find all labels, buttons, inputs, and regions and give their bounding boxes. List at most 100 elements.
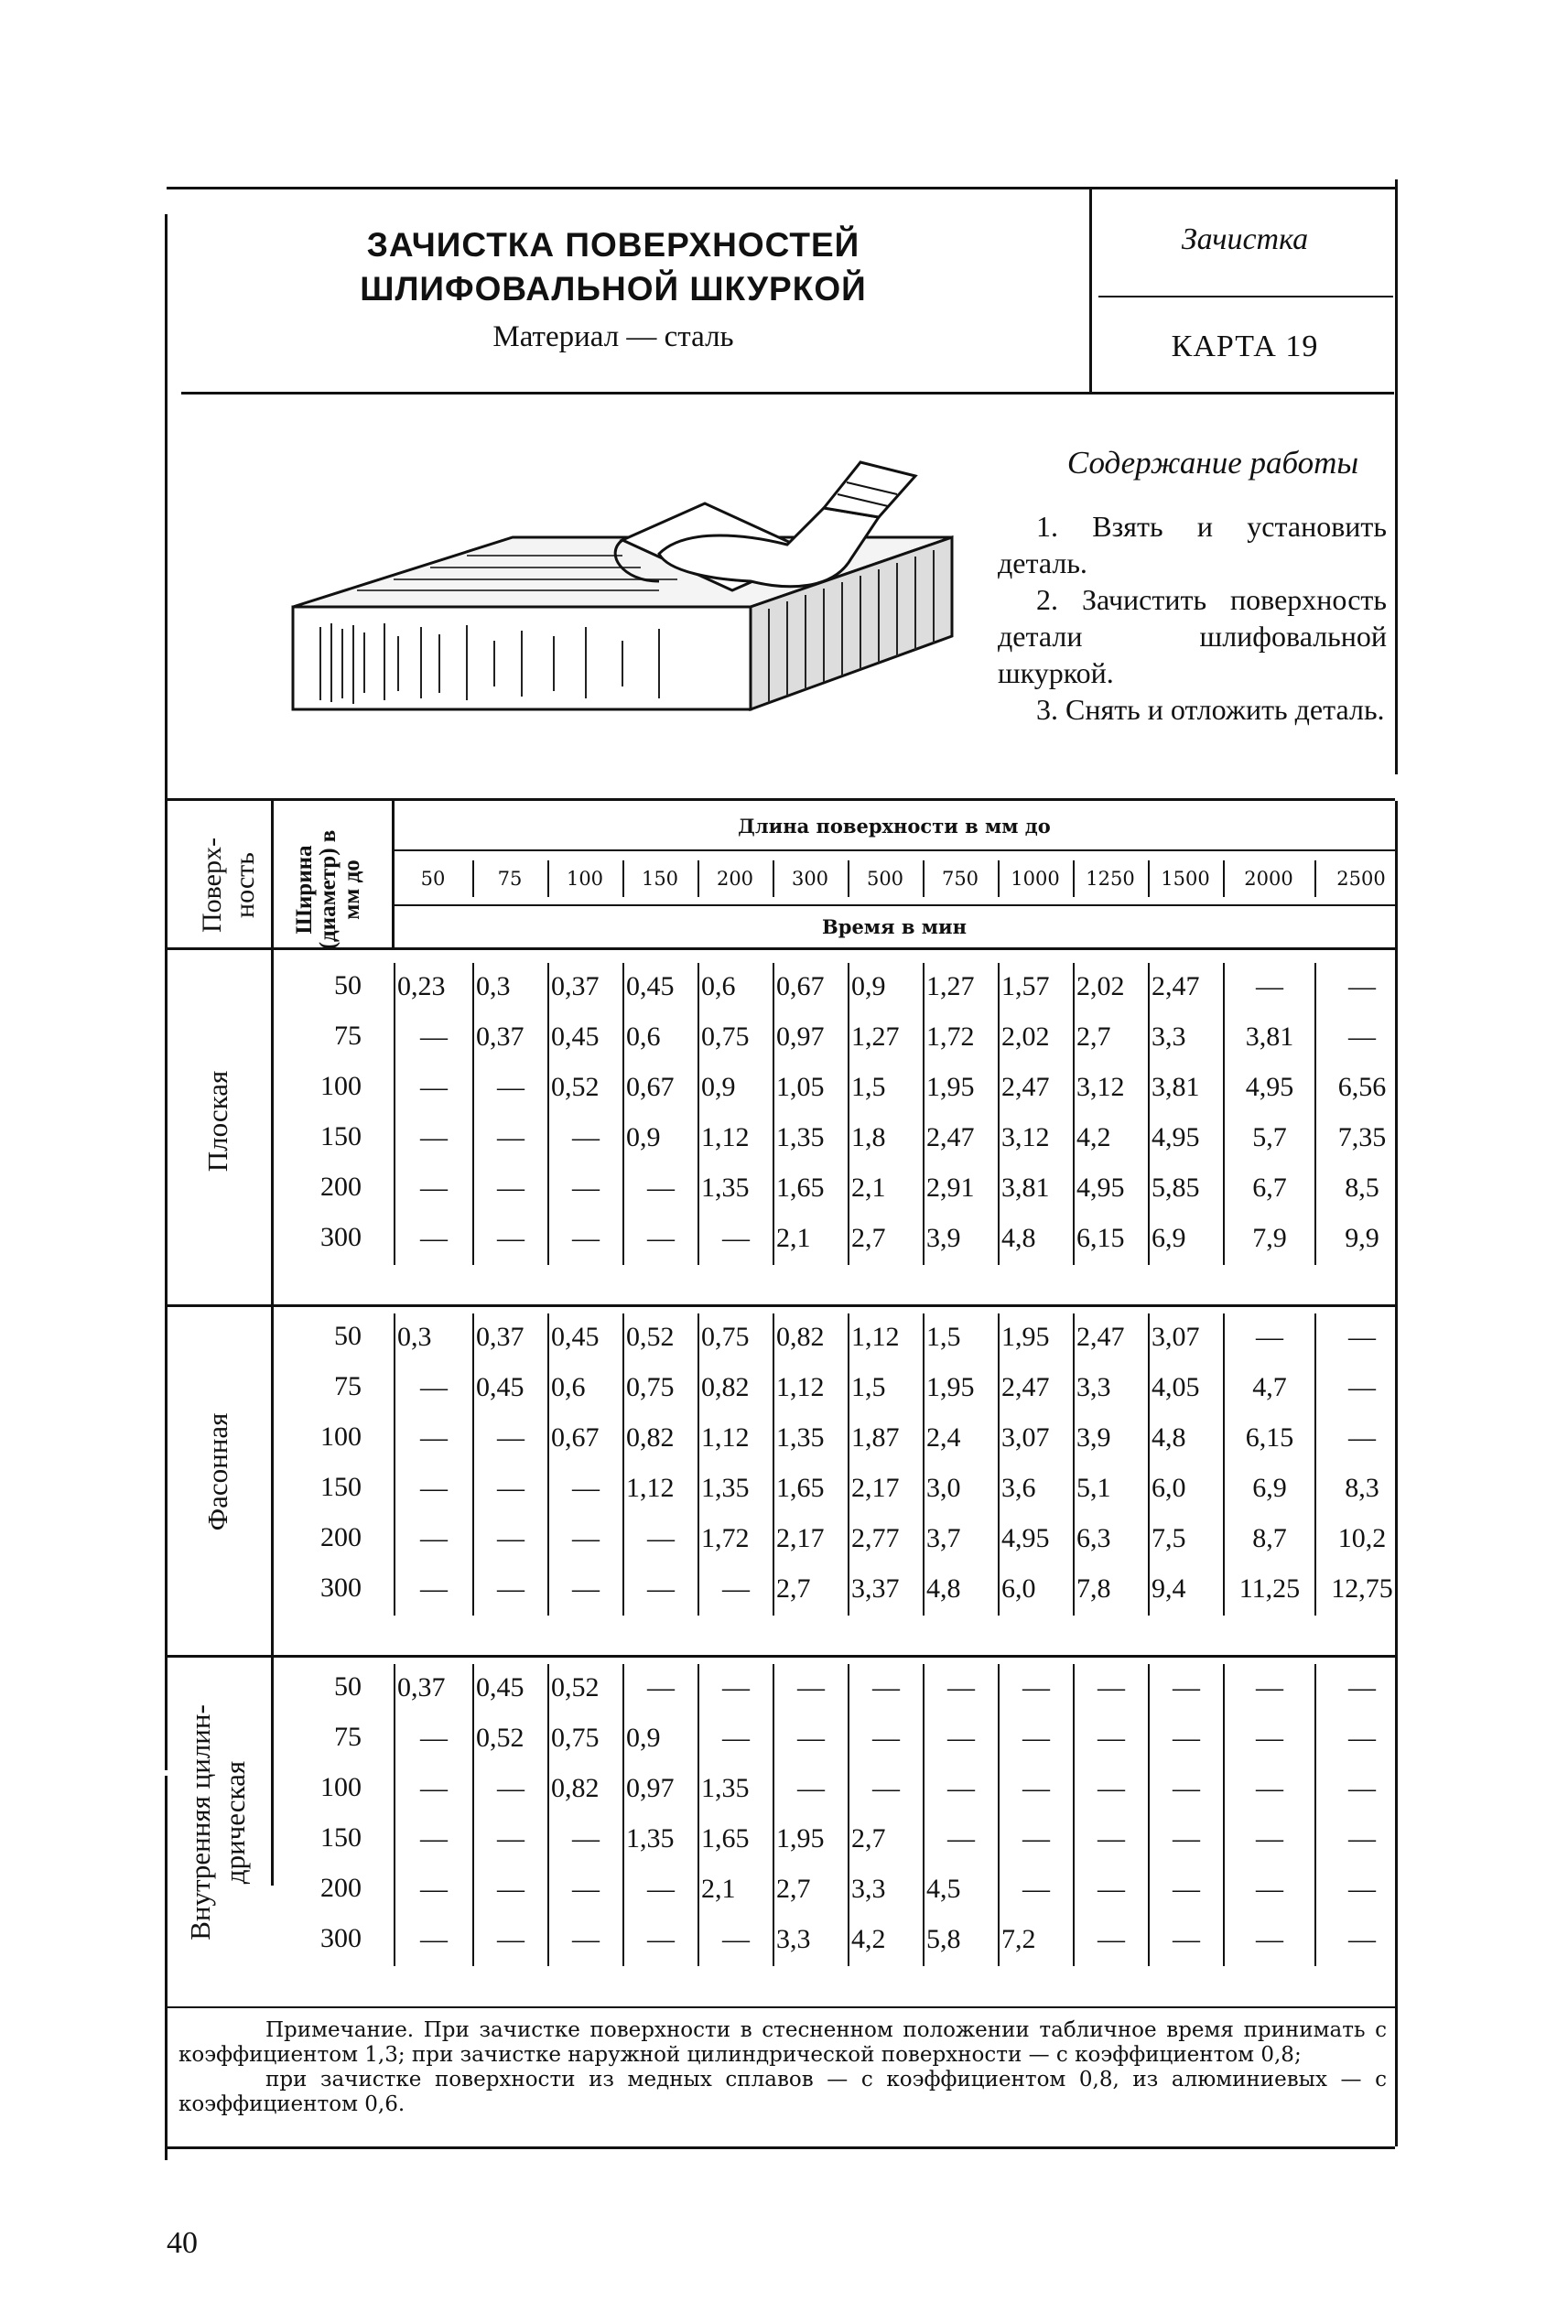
time-cell: 1,72 <box>926 1021 975 1052</box>
time-cell: 2,7 <box>851 1823 886 1854</box>
time-cell: 0,82 <box>551 1773 600 1803</box>
time-cell: 0,45 <box>476 1672 524 1702</box>
time-cell: 4,7 <box>1252 1372 1287 1402</box>
column-divider <box>394 1664 395 1966</box>
time-cell: 3,7 <box>926 1523 961 1553</box>
time-cell: 1,35 <box>701 1173 750 1203</box>
time-cell: — <box>722 1573 750 1604</box>
time-cell: 0,45 <box>626 971 675 1001</box>
work-step-3: 3. Снять и отложить деталь. <box>1036 693 1385 726</box>
right-border-lower <box>1395 801 1398 2146</box>
column-divider <box>848 963 849 1265</box>
length-header-cell: 100 <box>566 868 604 890</box>
time-cell: 0,82 <box>776 1322 825 1352</box>
length-header-divider <box>622 860 624 897</box>
time-cell: 6,0 <box>1152 1473 1186 1503</box>
column-divider <box>923 963 925 1265</box>
time-cell: — <box>1173 1672 1200 1702</box>
time-cell: — <box>1173 1874 1200 1904</box>
time-cell: 2,02 <box>1001 1021 1050 1052</box>
column-divider <box>848 1664 849 1966</box>
time-cell: 0,82 <box>701 1372 750 1402</box>
time-cell: 2,02 <box>1076 971 1125 1001</box>
width-value: 300 <box>320 1923 362 1953</box>
length-header-divider <box>547 860 549 897</box>
column-divider <box>1314 1664 1316 1966</box>
time-cell: — <box>420 1823 448 1854</box>
time-cell: — <box>872 1723 900 1753</box>
time-cell: — <box>1098 1773 1125 1803</box>
width-value: 100 <box>320 1071 362 1101</box>
time-cell: 1,12 <box>701 1422 750 1453</box>
time-cell: 1,35 <box>776 1122 825 1152</box>
time-cell: 1,12 <box>776 1372 825 1402</box>
time-cell: 0,67 <box>551 1422 600 1453</box>
time-cell: 0,75 <box>551 1723 600 1753</box>
time-cell: 6,9 <box>1152 1223 1186 1253</box>
column-divider <box>547 1664 549 1966</box>
width-value: 50 <box>334 970 362 1000</box>
time-cell: 0,37 <box>476 1021 524 1052</box>
time-cell: 5,7 <box>1252 1122 1287 1152</box>
time-cell: — <box>1256 1322 1283 1352</box>
time-cell: 2,7 <box>776 1874 811 1904</box>
time-cell: 2,47 <box>1152 971 1200 1001</box>
time-cell: 2,1 <box>851 1173 886 1203</box>
width-value: 200 <box>320 1522 362 1552</box>
time-cell: — <box>722 1924 750 1954</box>
note-text: Примечание. При зачистке поверхности в с… <box>178 2018 1387 2117</box>
width-value: 100 <box>320 1772 362 1802</box>
width-value: 300 <box>320 1222 362 1252</box>
width-value: 75 <box>334 1722 362 1752</box>
length-header-divider <box>1223 860 1225 897</box>
left-border-top <box>165 214 168 1770</box>
time-cell: 2,77 <box>851 1523 900 1553</box>
sanding-illustration <box>291 460 954 712</box>
time-cell: — <box>1348 1372 1376 1402</box>
time-cell: 3,07 <box>1152 1322 1200 1352</box>
table-header-bottom <box>167 947 1395 950</box>
time-cell: 2,4 <box>926 1422 961 1453</box>
time-cell: 1,65 <box>701 1823 750 1854</box>
time-cell: 7,8 <box>1076 1573 1111 1604</box>
column-divider <box>622 1664 624 1966</box>
time-cell: 0,67 <box>776 971 825 1001</box>
time-cell: 6,9 <box>1252 1473 1287 1503</box>
column-divider <box>394 1313 395 1616</box>
time-cell: 2,1 <box>701 1874 736 1904</box>
work-step-1: 1. Взять и установить деталь. <box>998 510 1387 579</box>
time-cell: — <box>420 1473 448 1503</box>
time-cell: 7,2 <box>1001 1924 1036 1954</box>
time-cell: — <box>647 1924 675 1954</box>
length-header-cell: 300 <box>791 868 829 890</box>
time-cell: 4,8 <box>926 1573 961 1604</box>
group-separator-2 <box>167 1655 1395 1658</box>
time-cell: — <box>1098 1672 1125 1702</box>
time-cell: 12,75 <box>1331 1573 1393 1604</box>
time-cell: — <box>1022 1672 1050 1702</box>
time-cell: — <box>947 1823 975 1854</box>
time-cell: — <box>1173 1823 1200 1854</box>
column-divider <box>547 963 549 1265</box>
time-cell: — <box>572 1874 600 1904</box>
width-value: 150 <box>320 1472 362 1502</box>
time-cell: 1,5 <box>851 1372 886 1402</box>
time-cell: 3,81 <box>1152 1072 1200 1102</box>
time-cell: 5,85 <box>1152 1173 1200 1203</box>
time-cell: 4,05 <box>1152 1372 1200 1402</box>
time-cell: — <box>497 1523 524 1553</box>
surface-column-header: Поверх-ность <box>197 838 260 933</box>
column-divider <box>472 1313 474 1616</box>
time-cell: — <box>1256 971 1283 1001</box>
time-cell: 4,8 <box>1152 1422 1186 1453</box>
time-cell: 9,9 <box>1345 1223 1379 1253</box>
time-cell: 8,3 <box>1345 1473 1379 1503</box>
time-cell: — <box>497 1422 524 1453</box>
length-header-cell: 150 <box>641 868 679 890</box>
top-rule <box>167 187 1398 189</box>
time-cell: — <box>1256 1672 1283 1702</box>
length-header-cell: 1250 <box>1086 868 1135 890</box>
lengths-row-rule <box>394 904 1395 906</box>
time-cell: — <box>1022 1723 1050 1753</box>
time-cell: — <box>647 1672 675 1702</box>
